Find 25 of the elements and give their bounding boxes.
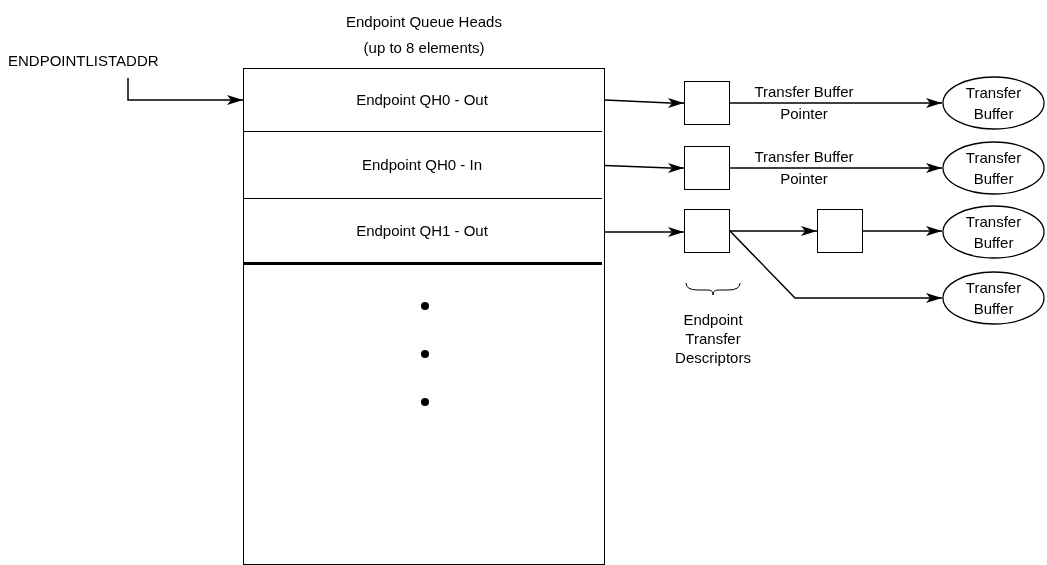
queue-head-row: Endpoint QH0 - In: [242, 131, 602, 199]
arrow: [729, 98, 943, 108]
arrow: [604, 227, 685, 237]
list-heading: Endpoint Queue Heads (up to 8 elements): [345, 12, 503, 58]
list-address-label: ENDPOINTLISTADDR: [8, 52, 158, 72]
descriptor-box: [684, 209, 730, 253]
edge-label: Transfer Buffer Pointer: [753, 82, 855, 124]
edge-label: Transfer Buffer Pointer: [753, 147, 855, 189]
bracket-label: Endpoint Transfer Descriptors: [674, 310, 752, 367]
queue-head-row: Endpoint QH1 - Out: [242, 198, 602, 265]
arrow: [729, 226, 818, 236]
buffer-ellipse: Transfer Buffer: [942, 271, 1045, 325]
buffer-ellipse: Transfer Buffer: [942, 76, 1045, 130]
descriptor-box: [817, 209, 863, 253]
buffer-ellipse: Transfer Buffer: [942, 141, 1045, 195]
queue-head-row: Endpoint QH0 - Out: [242, 67, 602, 132]
descriptor-box: [684, 81, 730, 125]
arrow: [127, 77, 244, 105]
arrow: [729, 230, 943, 303]
arrow: [604, 98, 685, 108]
arrow: [604, 163, 685, 173]
arrow: [862, 226, 943, 236]
descriptor-box: [684, 146, 730, 190]
arrow: [729, 163, 943, 173]
buffer-ellipse: Transfer Buffer: [942, 205, 1045, 259]
